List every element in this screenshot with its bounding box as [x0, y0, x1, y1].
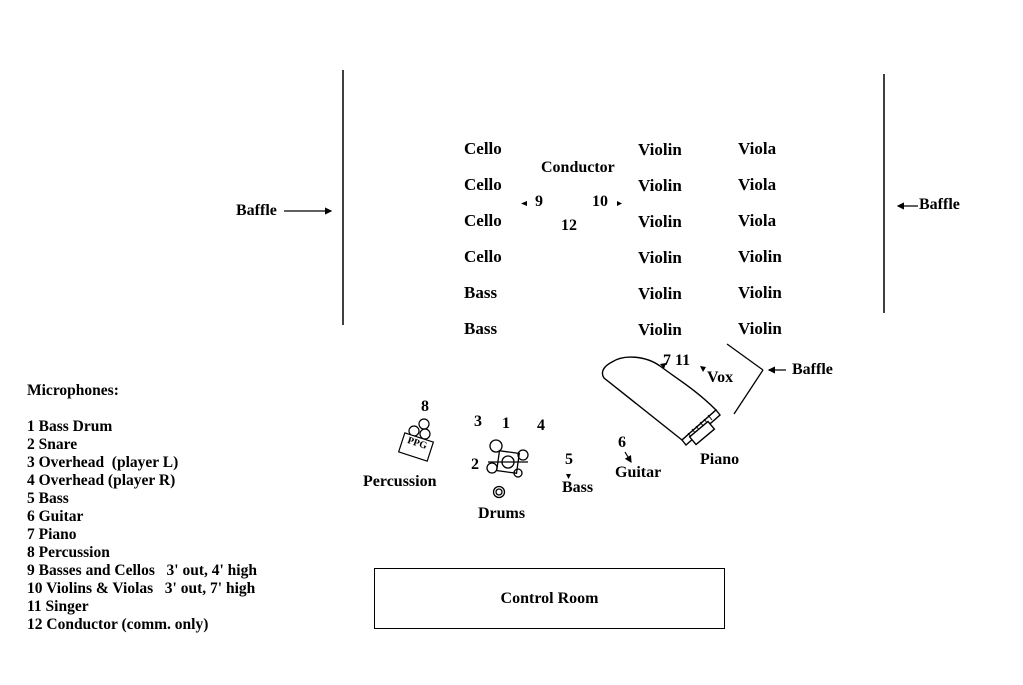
microphone-legend: Microphones: 1 Bass Drum 2 Snare 3 Overh… — [27, 382, 257, 634]
bass-section-label: Bass — [464, 319, 498, 338]
violin-label: Violin — [738, 247, 782, 266]
viola-label: Viola — [738, 139, 777, 158]
violin-label: Violin — [638, 212, 682, 231]
drums-label: Drums — [478, 505, 526, 522]
cello-label: Cello — [464, 247, 502, 266]
legend-item: 3 Overhead (player L) — [27, 454, 179, 471]
percussion-kit — [397, 418, 435, 462]
violin-label: Violin — [638, 284, 682, 303]
viola-label: Viola — [738, 211, 777, 230]
violin-label: Violin — [638, 320, 682, 339]
mic-12-label: 12 — [561, 217, 577, 234]
guitar-mic-arrow — [624, 451, 632, 464]
percussion-label: Percussion — [363, 473, 437, 490]
mic-9-arrow — [521, 201, 527, 206]
bass-mic-label: 5 — [565, 451, 573, 468]
viola-label: Viola — [738, 175, 777, 194]
bass-label: Bass — [562, 479, 594, 496]
vox-label: Vox — [707, 369, 734, 386]
mic-10-label: 10 — [592, 193, 608, 210]
cello-label: Cello — [464, 139, 502, 158]
guitar-mic-label: 6 — [618, 434, 626, 451]
piano-label: Piano — [700, 451, 740, 468]
drum-mic-2-label: 2 — [471, 456, 479, 473]
violin-label: Violin — [638, 140, 682, 159]
legend-item: 7 Piano — [27, 526, 77, 543]
cello-label: Cello — [464, 211, 502, 230]
legend-item: 9 Basses and Cellos 3' out, 4' high — [27, 562, 257, 579]
legend-item: 10 Violins & Violas 3' out, 7' high — [27, 580, 256, 597]
cello-label: Cello — [464, 175, 502, 194]
bass-section-label: Bass — [464, 283, 498, 302]
drum-mic-1-label: 1 — [502, 415, 510, 432]
legend-item: 5 Bass — [27, 490, 69, 507]
guitar-label: Guitar — [615, 464, 662, 481]
bass-mic-arrow — [566, 474, 571, 479]
vox-mic-arrow — [700, 366, 706, 372]
left-baffle-label: Baffle — [236, 202, 277, 219]
violin-label: Violin — [738, 283, 782, 302]
control-room-box: Control Room — [374, 568, 725, 629]
piano-baffle-wall-2 — [733, 369, 764, 415]
piano-mics-label: 7 11 — [663, 352, 691, 369]
legend-item: 1 Bass Drum — [27, 418, 113, 435]
right-baffle-label: Baffle — [919, 196, 960, 213]
legend-item: 8 Percussion — [27, 544, 110, 561]
violin-label: Violin — [738, 319, 782, 338]
percussion-mic-label: 8 — [421, 398, 429, 415]
legend-title: Microphones: — [27, 382, 119, 399]
control-room-label: Control Room — [500, 589, 599, 607]
mic-10-arrow — [617, 201, 622, 206]
legend-item: 12 Conductor (comm. only) — [27, 616, 209, 633]
piano-mic-arrow — [660, 363, 666, 369]
drum-kit — [486, 439, 529, 499]
legend-item: 4 Overhead (player R) — [27, 472, 176, 489]
violin-label: Violin — [638, 176, 682, 195]
grand-piano — [601, 356, 721, 447]
conductor-label: Conductor — [541, 159, 615, 176]
violin-label: Violin — [638, 248, 682, 267]
piano-baffle-label: Baffle — [792, 361, 833, 378]
mic-9-label: 9 — [535, 193, 543, 210]
drum-mic-3-label: 3 — [474, 413, 482, 430]
drum-mic-4-label: 4 — [537, 417, 545, 434]
piano-baffle-wall — [726, 343, 764, 371]
legend-item: 6 Guitar — [27, 508, 84, 525]
legend-item: 2 Snare — [27, 436, 78, 453]
legend-item: 11 Singer — [27, 598, 89, 615]
